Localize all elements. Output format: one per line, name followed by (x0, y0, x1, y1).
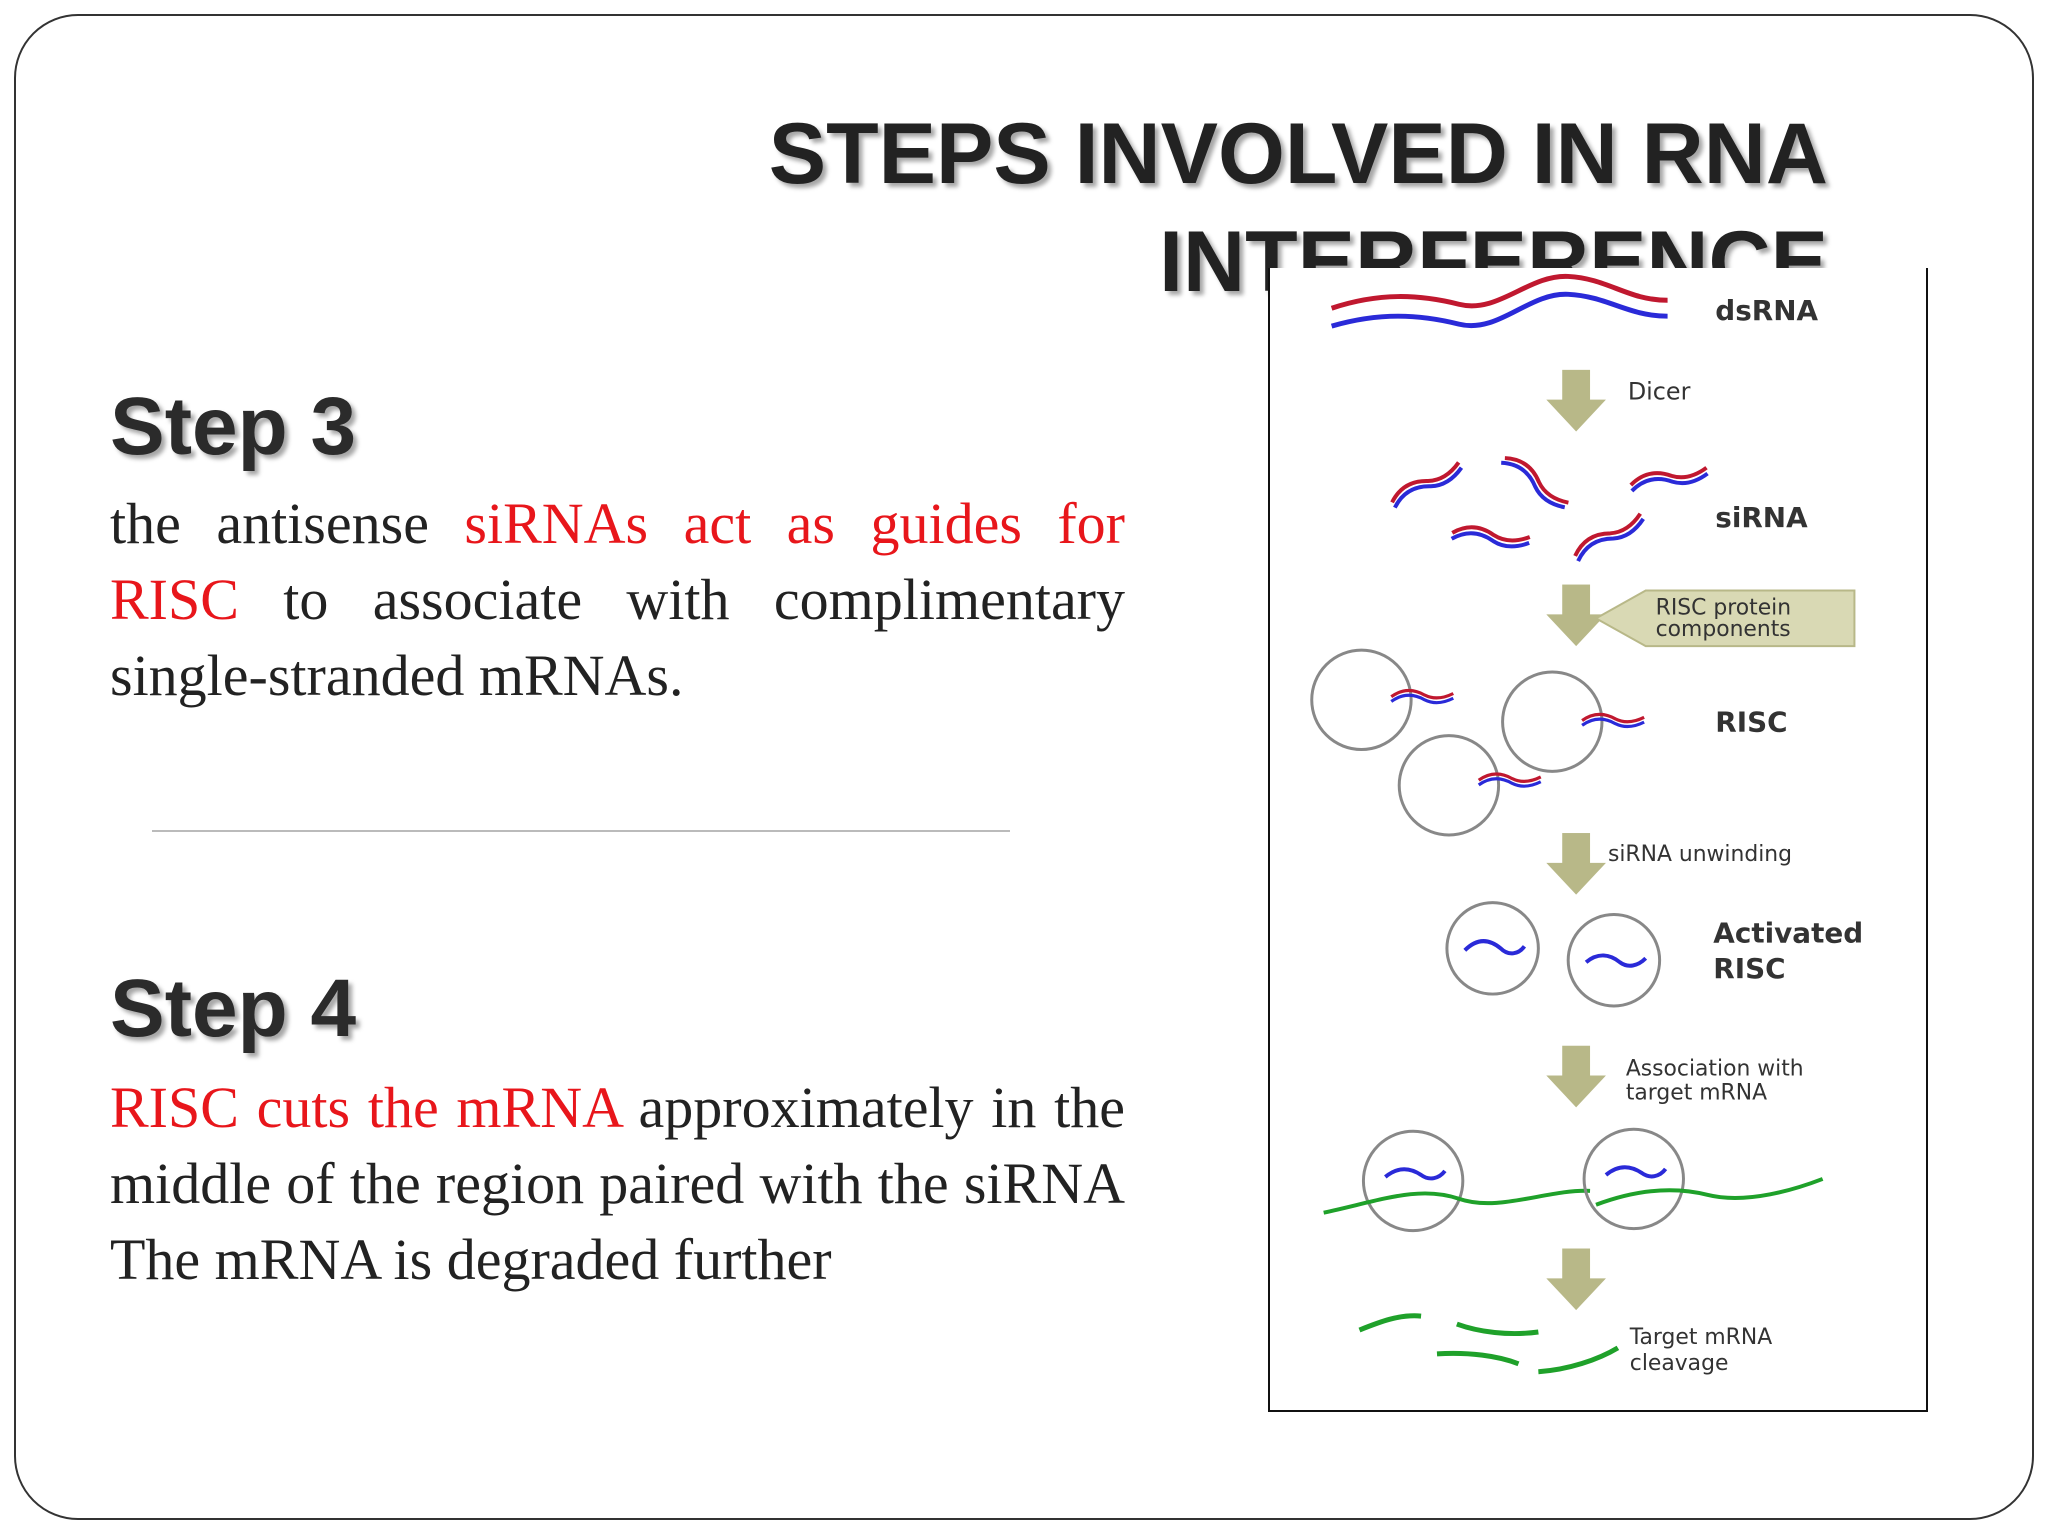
dicer-label: Dicer (1628, 378, 1691, 406)
rnai-pathway-diagram: dsRNA Dicer siRNA RISC protein component… (1268, 268, 1928, 1412)
activated-label-1: Activated (1713, 916, 1863, 949)
risc-complexes (1310, 648, 1646, 837)
step-3-text-a: the antisense (110, 491, 465, 556)
step-3-text: the antisense siRNAs act as guides for R… (110, 486, 1125, 714)
dsrna-label: dsRNA (1715, 294, 1818, 327)
section-divider (152, 830, 1010, 832)
rnai-pathway-svg: dsRNA Dicer siRNA RISC protein component… (1310, 273, 1863, 1376)
dsrna-strands (1330, 273, 1668, 329)
unwinding-arrow (1546, 833, 1606, 895)
step-4-text: RISC cuts the mRNA approximately in the … (110, 1070, 1125, 1298)
dicer-arrow (1546, 369, 1606, 432)
step-4-text-b: approximately in the middle of the regio… (110, 1075, 1125, 1292)
cleavage-arrow (1546, 1248, 1606, 1311)
activated-label-2: RISC (1713, 952, 1785, 985)
target-mrna-binding (1323, 1127, 1824, 1233)
association-label-1: Association with (1626, 1057, 1804, 1082)
sirna-label: siRNA (1715, 501, 1808, 534)
risc-protein-label-1: RISC protein (1656, 595, 1791, 620)
cleavage-label-1: Target mRNA (1629, 1325, 1772, 1350)
risc-protein-label-2: components (1656, 617, 1791, 642)
step-3-text-b: to associate with complimentary single-s… (110, 567, 1125, 708)
cleaved-mrna-fragments (1358, 1313, 1620, 1375)
title-line-1: STEPS INVOLVED IN RNA (768, 106, 1828, 202)
step-3-text-highlight: siRNAs act as guides for RISC (110, 491, 1125, 632)
step-4-text-highlight: RISC cuts the mRNA (110, 1075, 621, 1140)
risc-label: RISC (1715, 706, 1787, 739)
step-3-heading: Step 3 (110, 381, 357, 472)
sirna-fragments (1386, 449, 1711, 565)
association-label-2: target mRNA (1626, 1080, 1767, 1105)
activated-risc-complexes (1445, 901, 1662, 1008)
association-arrow (1546, 1045, 1606, 1108)
cleavage-label-2: cleavage (1630, 1351, 1729, 1376)
risc-protein-arrow (1546, 584, 1856, 648)
unwinding-label: siRNA unwinding (1608, 842, 1792, 867)
step-4-heading: Step 4 (110, 963, 357, 1054)
